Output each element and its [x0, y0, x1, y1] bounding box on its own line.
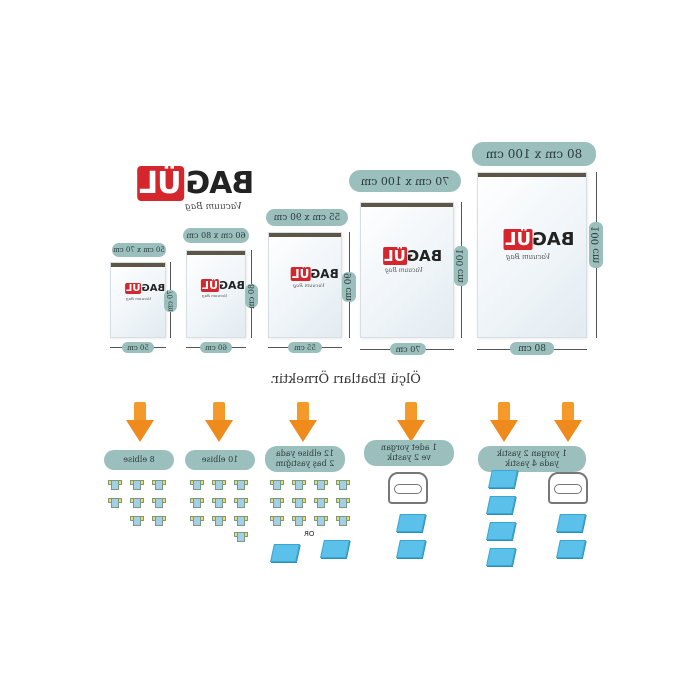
bag-3: BAGÜL Vacuum Bag	[268, 232, 342, 338]
shirt-icon	[212, 514, 226, 526]
pillow-icon	[270, 544, 300, 562]
bag-5-size-label: 80 cm x 100 cm	[472, 142, 596, 166]
pillow-icon	[320, 540, 350, 558]
down-arrow-icon	[397, 402, 425, 444]
brand-logo: BAGÜL Vacuum Bag	[136, 156, 272, 216]
bag-4-width-label: 70 cm	[390, 343, 426, 355]
pillow-icon	[488, 470, 518, 488]
bag-4-size-label: 70 cm x 100 cm	[349, 170, 461, 192]
logo-bag-text: BAG	[186, 166, 254, 201]
bag-3-height-label: 90 cm	[342, 272, 356, 302]
shirt-icon	[336, 496, 350, 508]
down-arrow-icon	[126, 402, 154, 444]
bag-2: BAGÜL Vacuum Bag	[186, 250, 246, 338]
bag-zip	[269, 233, 341, 237]
bag-tagline: Vacuum Bag	[506, 253, 551, 261]
bag-zip	[187, 251, 245, 255]
capacity-label-1: 8 elbise	[104, 450, 174, 470]
down-arrow-icon	[289, 402, 317, 444]
sample-sizes-note: Ölçü Ebatları Örnektir.	[270, 372, 421, 387]
bag-1-size-label: 50 cm x 70 cm	[112, 243, 166, 257]
shirt-icon	[190, 514, 204, 526]
bag-5-height-label: 100 cm	[589, 222, 603, 268]
bag-1-height-label: 70 cm	[164, 290, 177, 312]
down-arrow-icon	[205, 402, 233, 444]
shirt-icon	[152, 496, 166, 508]
shirt-icon	[234, 514, 248, 526]
logo-tagline: Vacuum Bag	[185, 202, 242, 212]
shirt-icon	[234, 478, 248, 490]
bag-4-height-label: 100 cm	[454, 246, 468, 286]
shirt-icon	[336, 478, 350, 490]
shirt-icon	[130, 514, 144, 526]
shirt-icon	[130, 478, 144, 490]
shirt-icon	[212, 478, 226, 490]
bag-tagline: Vacuum Bag	[293, 283, 325, 289]
bag-tagline: Vacuum Bag	[385, 267, 423, 274]
logo-ul-text: ÜL	[136, 166, 185, 201]
bag-2-size-label: 60 cm x 80 cm	[183, 228, 249, 243]
shirt-icon	[234, 530, 248, 542]
shirt-icon	[336, 514, 350, 526]
shirt-icon	[314, 514, 328, 526]
blanket-icon	[548, 472, 588, 504]
shirt-icon	[130, 496, 144, 508]
bag-2-height-label: 80 cm	[245, 283, 258, 309]
or-label: OR	[304, 530, 315, 538]
logo-wordmark: BAGÜL	[136, 166, 254, 201]
bag-zip	[478, 173, 586, 177]
shirt-icon	[314, 496, 328, 508]
bag-1: BAGÜL Vacuum Bag	[110, 262, 166, 338]
bag-4: BAGÜL Vacuum Bag	[360, 202, 454, 338]
bag-5: BAGÜL Vacuum Bag	[477, 172, 587, 338]
shirt-icon	[270, 514, 284, 526]
bag-3-size-label: 55 cm x 90 cm	[266, 209, 348, 226]
pillow-icon	[486, 496, 516, 514]
shirt-icon	[234, 496, 248, 508]
down-arrow-icon	[490, 402, 518, 444]
bag-zip	[111, 263, 165, 267]
pillow-icon	[486, 548, 516, 566]
bag-tagline: Vacuum Bag	[202, 293, 228, 298]
shirt-icon	[108, 496, 122, 508]
shirt-icon	[292, 514, 306, 526]
down-arrow-icon	[554, 402, 582, 444]
capacity-label-2: 10 elbise	[185, 450, 255, 470]
bag-2-width-label: 60 cm	[200, 342, 232, 353]
shirt-icon	[270, 496, 284, 508]
bag-1-width-label: 50 cm	[122, 342, 154, 353]
pillow-icon	[556, 540, 586, 558]
shirt-icon	[270, 478, 284, 490]
shirt-icon	[292, 478, 306, 490]
bag-3-width-label: 55 cm	[288, 342, 322, 353]
bag-logo: BAGÜL	[504, 229, 575, 250]
shirt-icon	[108, 478, 122, 490]
bag-logo: BAGÜL	[291, 267, 339, 281]
shirt-icon	[212, 496, 226, 508]
pillow-icon	[396, 514, 426, 532]
blanket-icon	[388, 472, 428, 504]
pillow-icon	[556, 514, 586, 532]
shirt-icon	[314, 478, 328, 490]
bag-5-width-label: 80 cm	[510, 342, 554, 355]
bag-zip	[361, 203, 453, 207]
shirt-icon	[292, 496, 306, 508]
bag-logo: BAGÜL	[201, 279, 245, 292]
bag-tagline: Vacuum Bag	[126, 296, 152, 301]
shirt-icon	[190, 478, 204, 490]
shirt-icon	[190, 496, 204, 508]
pillow-icon	[486, 522, 516, 540]
bag-logo: BAGÜL	[383, 247, 443, 265]
bag-logo: BAGÜL	[125, 283, 166, 294]
shirt-icon	[152, 514, 166, 526]
pillow-icon	[396, 540, 426, 558]
shirt-icon	[152, 478, 166, 490]
